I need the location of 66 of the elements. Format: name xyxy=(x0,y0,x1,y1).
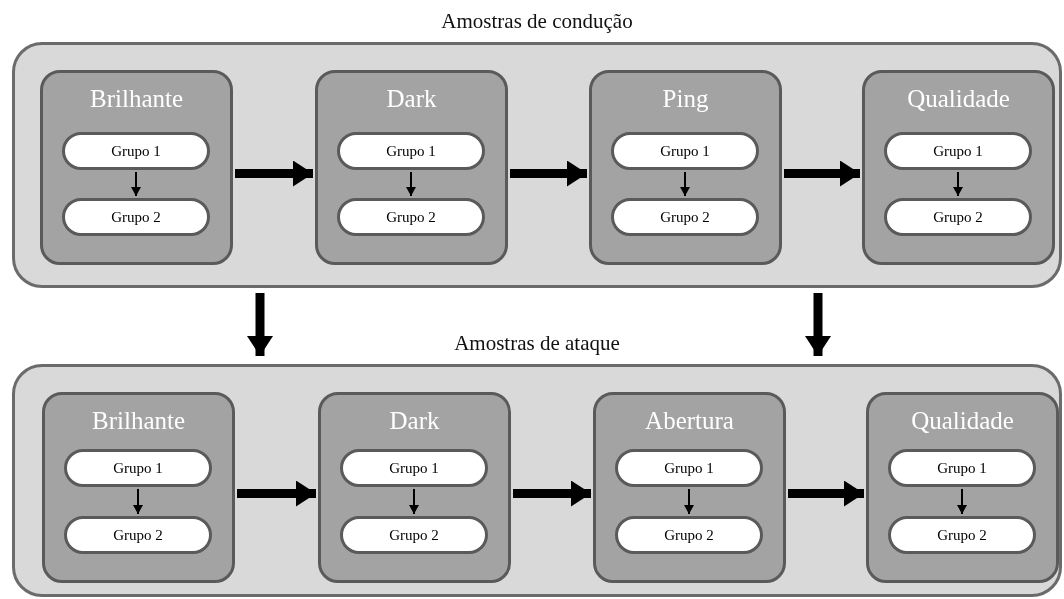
arrow xyxy=(235,160,313,187)
group-pill xyxy=(340,516,488,554)
stage-card xyxy=(315,70,508,265)
group-pill xyxy=(337,198,485,236)
group-pill xyxy=(611,198,759,236)
stage-card xyxy=(42,392,235,583)
group-pill xyxy=(337,132,485,170)
stage-title: Brilhante xyxy=(90,85,183,113)
group-pill xyxy=(884,132,1032,170)
group-pill xyxy=(340,449,488,487)
group-label: Grupo 2 xyxy=(664,526,714,544)
stage-title: Ping xyxy=(662,85,709,113)
group-label: Grupo 2 xyxy=(111,208,161,226)
group-label: Grupo 1 xyxy=(664,459,714,477)
group-label: Grupo 1 xyxy=(660,142,710,160)
arrow xyxy=(510,160,587,187)
group-title: Amostras de ataque xyxy=(454,331,620,356)
arrow xyxy=(513,480,591,507)
group-label: Grupo 1 xyxy=(386,142,436,160)
arrow xyxy=(788,480,864,507)
stage-title: Qualidade xyxy=(907,85,1010,113)
group-label: Grupo 1 xyxy=(933,142,983,160)
stage-title: Brilhante xyxy=(92,407,185,435)
group-label: Grupo 1 xyxy=(389,459,439,477)
group-pill xyxy=(62,132,210,170)
stage-card xyxy=(318,392,511,583)
arrow xyxy=(957,488,967,515)
stage-title: Qualidade xyxy=(911,407,1014,435)
stage-card xyxy=(866,392,1059,583)
group-label: Grupo 2 xyxy=(113,526,163,544)
arrow xyxy=(131,171,141,197)
arrow xyxy=(784,160,860,187)
arrow xyxy=(406,171,416,197)
arrow xyxy=(680,171,690,197)
group-pill xyxy=(888,449,1036,487)
group-label: Grupo 1 xyxy=(113,459,163,477)
group-label: Grupo 2 xyxy=(937,526,987,544)
arrow xyxy=(237,480,316,507)
arrow xyxy=(133,488,143,515)
group-label: Grupo 1 xyxy=(937,459,987,477)
stage-title: Dark xyxy=(389,407,440,435)
group-pill xyxy=(64,516,212,554)
group-pill xyxy=(888,516,1036,554)
arrow xyxy=(247,293,273,356)
group-pill xyxy=(64,449,212,487)
group-pill xyxy=(62,198,210,236)
group-label: Grupo 2 xyxy=(660,208,710,226)
group-pill xyxy=(884,198,1032,236)
stage-card xyxy=(589,70,782,265)
group-label: Grupo 2 xyxy=(933,208,983,226)
stage-card xyxy=(862,70,1055,265)
group-label: Grupo 1 xyxy=(111,142,161,160)
arrow xyxy=(953,171,963,197)
stage-card xyxy=(40,70,233,265)
group-label: Grupo 2 xyxy=(389,526,439,544)
group-label: Grupo 2 xyxy=(386,208,436,226)
arrow xyxy=(409,488,419,515)
group-pill xyxy=(615,516,763,554)
stage-title: Dark xyxy=(386,85,437,113)
arrow xyxy=(684,488,694,515)
arrow xyxy=(805,293,831,356)
stage-title: Abertura xyxy=(645,407,734,435)
group-pill xyxy=(615,449,763,487)
stage-card xyxy=(593,392,786,583)
group-title: Amostras de condução xyxy=(441,9,633,34)
group-pill xyxy=(611,132,759,170)
